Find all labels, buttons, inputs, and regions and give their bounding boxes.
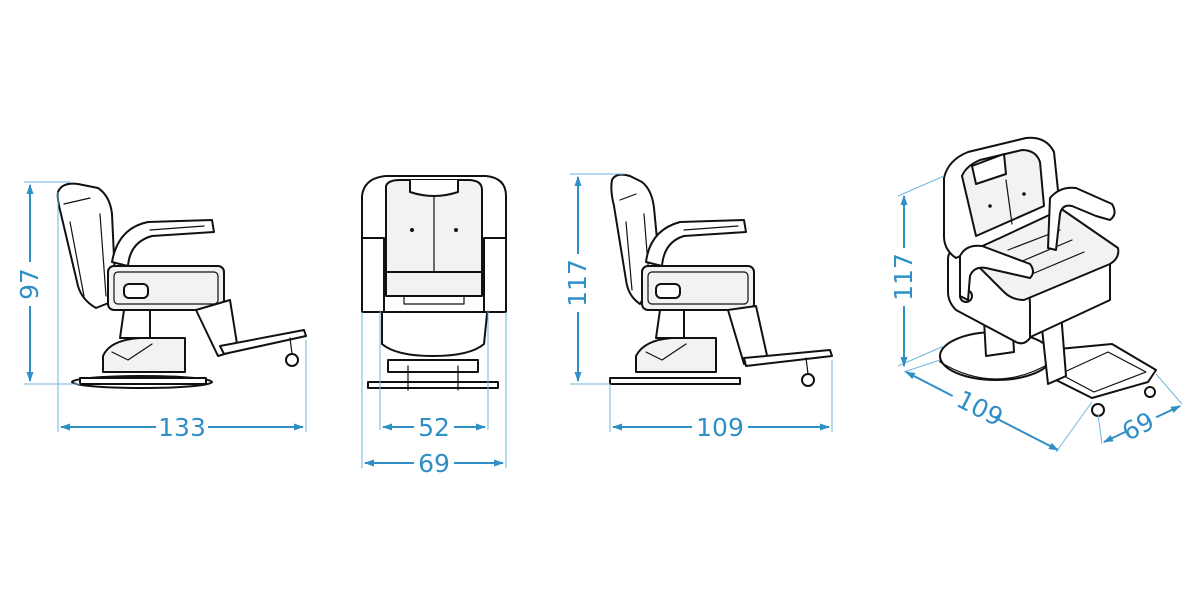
view-side-reclined: 97 133 [15,181,307,442]
dim-outer-width-label: 69 [418,449,450,478]
chair-side-reclined-drawing [56,182,307,389]
chair-front-drawing [361,175,507,391]
view-front: 52 69 [361,175,507,478]
dim-height-label: 97 [15,268,44,300]
chair-side-upright-drawing [609,173,833,387]
dim-length-label: 109 [696,413,744,442]
dim-inner-width-label: 52 [418,413,450,442]
dim-length-label: 133 [158,413,206,442]
dim-height-label: 117 [563,259,592,307]
dim-height-label: 117 [889,253,918,301]
view-isometric: 117 109 69 [889,136,1183,453]
chair-isometric-drawing [939,136,1157,417]
view-side-upright: 117 109 [563,173,833,442]
